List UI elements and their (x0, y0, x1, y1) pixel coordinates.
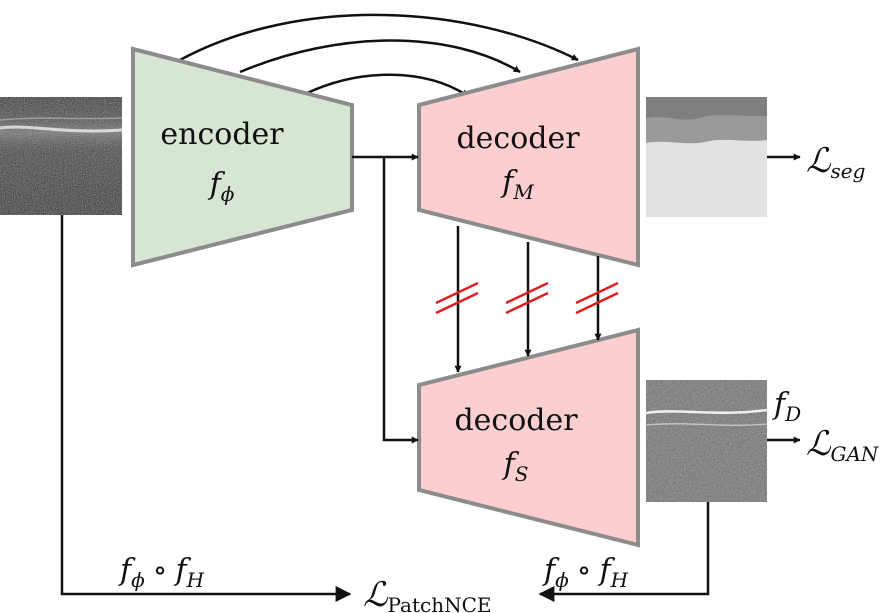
projection-label-right: fϕ∘fH (542, 553, 629, 592)
stop-gradient-mark-2 (505, 281, 549, 315)
decoder-m-title: decoder (456, 121, 580, 156)
loss-seg-label: ℒseg (806, 141, 865, 183)
input-oct-image (0, 97, 123, 215)
skip-connection-2 (239, 39, 521, 74)
encoder-block (131, 46, 354, 268)
generated-oct-image (645, 380, 768, 502)
decoder-s-title: decoder (454, 403, 578, 438)
generated-to-patchnce-arrow (538, 502, 710, 602)
projection-label-left: fϕ∘fH (118, 553, 205, 592)
stop-gradient-mark-1 (435, 281, 479, 315)
stop-gradient-mark-3 (575, 281, 619, 315)
decoder-m-block (417, 46, 640, 268)
segmentation-output-image (646, 97, 767, 217)
loss-gan-label: ℒGAN (806, 424, 880, 466)
skip-connection-1 (179, 13, 579, 62)
skip-connection-3 (304, 73, 469, 98)
encoder-title: encoder (160, 117, 284, 152)
encoder-to-decoder-s-arrow (382, 157, 419, 444)
discriminator-label: fD (772, 387, 801, 426)
input-to-patchnce-arrow (60, 215, 352, 602)
loss-patchnce-label: ℒPatchNCE (363, 575, 492, 613)
decoder-s-block (417, 327, 640, 548)
